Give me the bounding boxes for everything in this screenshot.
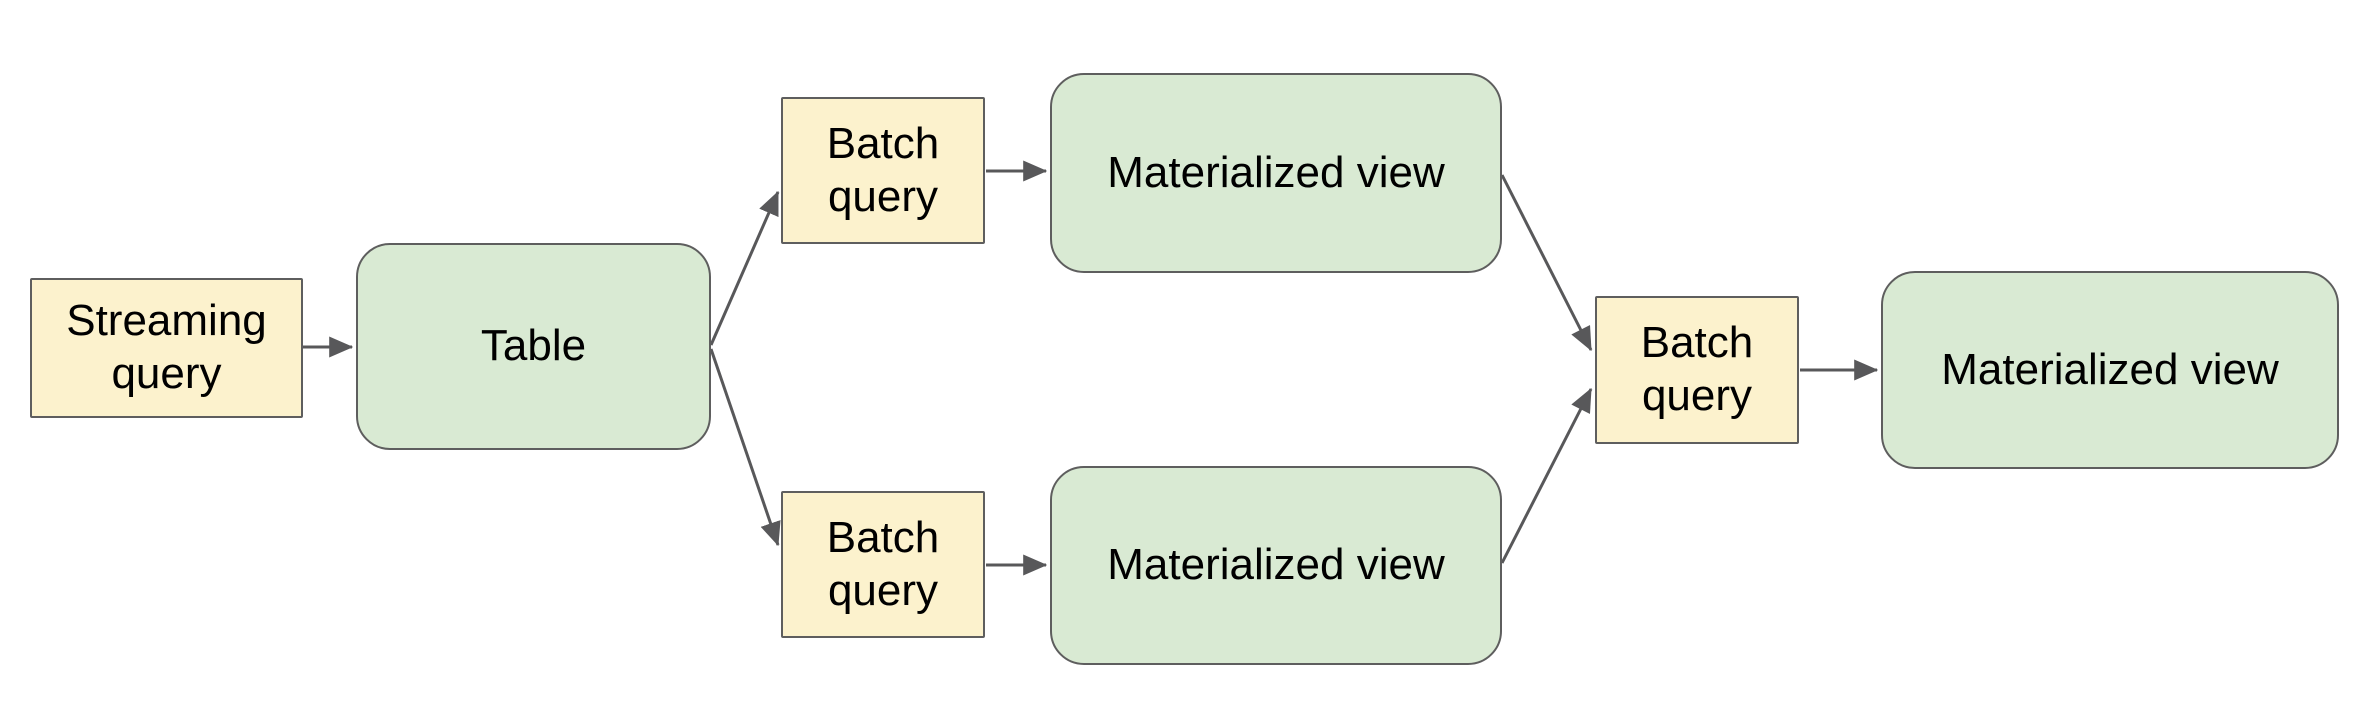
- node-batch-query-bottom: Batch query: [781, 491, 985, 638]
- edge-materialized-view-top-to-batch-query-right: [1500, 174, 1593, 352]
- node-materialized-view-right: Materialized view: [1881, 271, 2339, 469]
- node-batch-query-right: Batch query: [1595, 296, 1799, 444]
- node-materialized-view-bottom-label: Materialized view: [1107, 540, 1445, 590]
- node-streaming-query: Streaming query: [30, 278, 303, 418]
- node-materialized-view-top: Materialized view: [1050, 73, 1502, 273]
- edge-table-to-batch-query-top: [709, 190, 780, 346]
- edge-materialized-view-bottom-to-batch-query-right: [1500, 387, 1593, 564]
- node-streaming-query-label: Streaming query: [66, 296, 267, 398]
- node-batch-query-top: Batch query: [781, 97, 985, 244]
- node-materialized-view-right-label: Materialized view: [1941, 344, 2279, 394]
- node-table-label: Table: [480, 321, 587, 371]
- edge-table-to-batch-query-bottom: [709, 348, 781, 547]
- node-materialized-view-bottom: Materialized view: [1050, 466, 1502, 665]
- node-batch-query-top-label: Batch query: [826, 118, 940, 221]
- node-materialized-view-top-label: Materialized view: [1107, 147, 1445, 197]
- node-batch-query-bottom-label: Batch query: [826, 512, 940, 615]
- node-table: Table: [356, 243, 711, 450]
- node-batch-query-right-label: Batch query: [1640, 318, 1754, 420]
